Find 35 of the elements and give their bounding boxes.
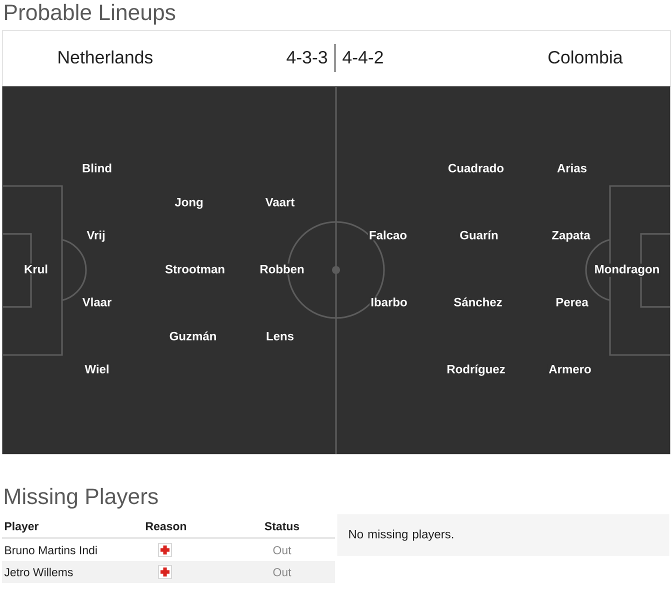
player-name: Bruno Martins Indi	[5, 546, 97, 554]
player-name: Wiel	[84, 364, 110, 374]
player-name: Vrij	[86, 230, 106, 243]
player-name: Rodríguez	[446, 363, 506, 377]
column-heading: Player	[4, 522, 39, 533]
player-name: Zapata	[550, 230, 592, 243]
player-name: Lens	[265, 331, 295, 342]
player-name: Jong	[174, 197, 204, 210]
player-name: Falcao	[368, 230, 408, 240]
player-name: Vlaar	[81, 296, 113, 308]
message-box: No missing players.	[337, 514, 670, 556]
player-name: Perea	[554, 297, 590, 308]
section-heading: Missing Players	[5, 488, 158, 509]
player-name: Blind	[81, 162, 113, 174]
status-text: Out	[273, 546, 292, 554]
column-heading: Status	[264, 522, 300, 530]
player-name: Mondragon	[593, 264, 661, 277]
player-name: Arias	[556, 162, 588, 174]
column-heading: Reason	[146, 522, 186, 530]
player-name: Sánchez	[452, 296, 504, 308]
player-name: Vaart	[264, 197, 296, 208]
formation: 4-3-3	[286, 50, 328, 64]
player-name: Ibarbo	[370, 296, 408, 308]
player-name: Armero	[548, 364, 592, 374]
page-title: Probable Lineups	[5, 4, 176, 25]
player-name: Krul	[23, 264, 49, 274]
player-name: Jetro Willems	[4, 568, 73, 576]
formation: 4-4-2	[342, 50, 383, 64]
team-name: Netherlands	[58, 50, 153, 64]
player-name: Cuadrado	[447, 162, 505, 174]
status-text: Out	[273, 568, 292, 576]
player-name: Guarín	[458, 229, 500, 240]
player-name: Robben	[258, 264, 306, 274]
team-name: Colombia	[548, 50, 623, 64]
player-name: Strootman	[164, 264, 226, 274]
